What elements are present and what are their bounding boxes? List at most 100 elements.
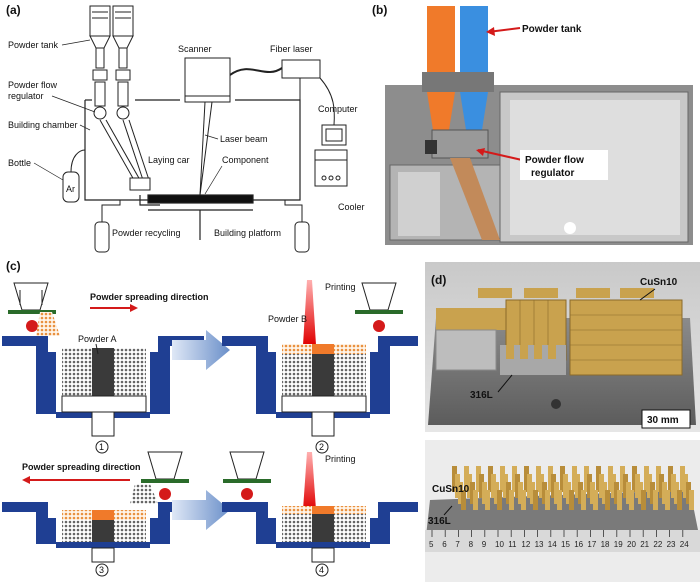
pin: [632, 466, 637, 492]
c-spreading-1: Powder spreading direction: [90, 292, 209, 302]
pin: [527, 474, 532, 498]
pin: [671, 474, 676, 498]
pin: [458, 482, 463, 504]
pin: [620, 466, 625, 492]
panel-c-label: (c): [6, 259, 21, 273]
d-scale: 30 mm: [647, 415, 679, 426]
pin: [683, 474, 688, 498]
pin: [587, 474, 592, 498]
c-step-3: 3: [99, 565, 104, 575]
pin: [551, 474, 556, 498]
label-building-platform: Building platform: [214, 228, 281, 238]
pin: [482, 482, 487, 504]
pin: [626, 482, 631, 504]
pin: [590, 482, 595, 504]
pin: [647, 474, 652, 498]
b-label-powder-flow-1: Powder flow: [525, 155, 584, 166]
blue-tank: [460, 6, 488, 74]
pin: [479, 474, 484, 498]
pin: [515, 474, 520, 498]
c-powder-b: Powder B: [268, 314, 307, 324]
pin: [581, 490, 586, 510]
label-powder-recycling: Powder recycling: [112, 228, 181, 238]
pin: [539, 474, 544, 498]
pin: [677, 490, 682, 510]
d-316l-top: 316L: [470, 390, 493, 401]
pin: [521, 490, 526, 510]
label-powder-flow-2: regulator: [8, 91, 44, 101]
scale-bar: [641, 409, 691, 429]
d-cusn10-top: CuSn10: [640, 277, 678, 288]
pin: [494, 482, 499, 504]
ruler-number: 10: [495, 540, 504, 549]
ruler-number: 15: [561, 540, 570, 549]
label-laser-beam: Laser beam: [220, 134, 268, 144]
ruler-number: 24: [680, 540, 689, 549]
ruler-number: 7: [455, 540, 460, 549]
pin: [554, 482, 559, 504]
c-step-1: 1: [99, 442, 104, 452]
label-scanner: Scanner: [178, 44, 212, 54]
pin: [485, 490, 490, 510]
ruler-number: 21: [640, 540, 649, 549]
pin: [656, 466, 661, 492]
pin: [464, 466, 469, 492]
label-bottle: Bottle: [8, 158, 31, 168]
pin: [524, 466, 529, 492]
pin: [452, 466, 457, 492]
ruler-number: 13: [535, 540, 544, 549]
pin: [461, 490, 466, 510]
pin: [689, 490, 694, 510]
ruler-number: 18: [601, 540, 610, 549]
pin: [680, 466, 685, 492]
pin: [644, 466, 649, 492]
pin: [638, 482, 643, 504]
ruler-number: 22: [653, 540, 662, 549]
pin: [617, 490, 622, 510]
ruler-number: 11: [508, 540, 517, 549]
ruler-number: 20: [627, 540, 636, 549]
pin: [611, 474, 616, 498]
pin: [662, 482, 667, 504]
label-computer: Computer: [318, 104, 358, 114]
label-building-chamber: Building chamber: [8, 120, 78, 130]
pin: [593, 490, 598, 510]
pin: [674, 482, 679, 504]
b-label-powder-flow-2: regulator: [531, 168, 574, 179]
feed-chutes: [450, 158, 500, 240]
pin: [623, 474, 628, 498]
laying-car-drawing: [129, 177, 151, 191]
pin-array: [452, 466, 694, 510]
laser-beam-c1: [303, 280, 316, 345]
pin: [578, 482, 583, 504]
panel-a: (a): [6, 3, 365, 253]
label-powder-tank: Powder tank: [8, 40, 59, 50]
pin: [659, 474, 664, 498]
ruler-number: 8: [469, 540, 474, 549]
ruler-number: 6: [442, 540, 447, 549]
c-printing-1: Printing: [325, 282, 356, 292]
pin: [650, 482, 655, 504]
step-3-diagram: Powder spreading direction 3: [2, 451, 204, 577]
pin: [665, 490, 670, 510]
pin: [509, 490, 514, 510]
pin: [686, 482, 691, 504]
panel-b-label: (b): [372, 3, 387, 17]
label-laying-car: Laying car: [148, 155, 190, 165]
ruler-number: 5: [429, 540, 434, 549]
pin: [584, 466, 589, 492]
pin: [491, 474, 496, 498]
pin: [545, 490, 550, 510]
powder-tank-drawing: [89, 5, 134, 81]
pin: [653, 490, 658, 510]
pin: [548, 466, 553, 492]
step-2-diagram: Printing Powder B 2: [222, 280, 418, 454]
label-powder-flow-1: Powder flow: [8, 80, 58, 90]
ruler: [425, 530, 700, 552]
step-1-diagram: Powder spreading direction Powder A 1: [2, 282, 209, 454]
pin: [602, 482, 607, 504]
pin: [518, 482, 523, 504]
pin: [506, 482, 511, 504]
feed-tubes: [99, 119, 150, 181]
